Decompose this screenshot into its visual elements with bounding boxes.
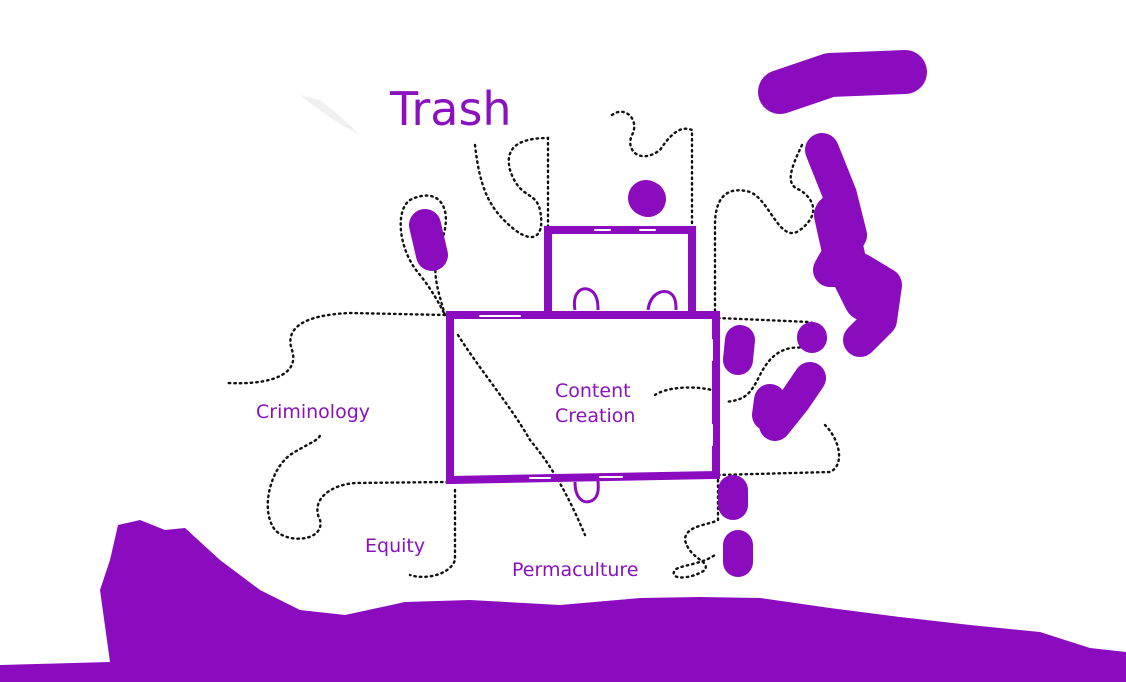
- content-creation-label-line2: Creation: [555, 405, 635, 427]
- content-creation-label-line1: Content: [555, 380, 631, 402]
- ground-band: [0, 520, 1126, 682]
- title-label: Trash: [389, 82, 512, 136]
- zone-boundaries: [226, 110, 841, 579]
- door-arc-right: [646, 290, 678, 311]
- equity-label: Equity: [365, 535, 425, 557]
- door-arc-left: [572, 287, 600, 311]
- door-arc-bottom: [573, 479, 600, 504]
- paint-blobs: [409, 50, 927, 577]
- building: [446, 226, 720, 504]
- pencil-smudge: [300, 95, 360, 135]
- permaculture-label: Permaculture: [512, 559, 638, 581]
- criminology-label: Criminology: [256, 401, 370, 423]
